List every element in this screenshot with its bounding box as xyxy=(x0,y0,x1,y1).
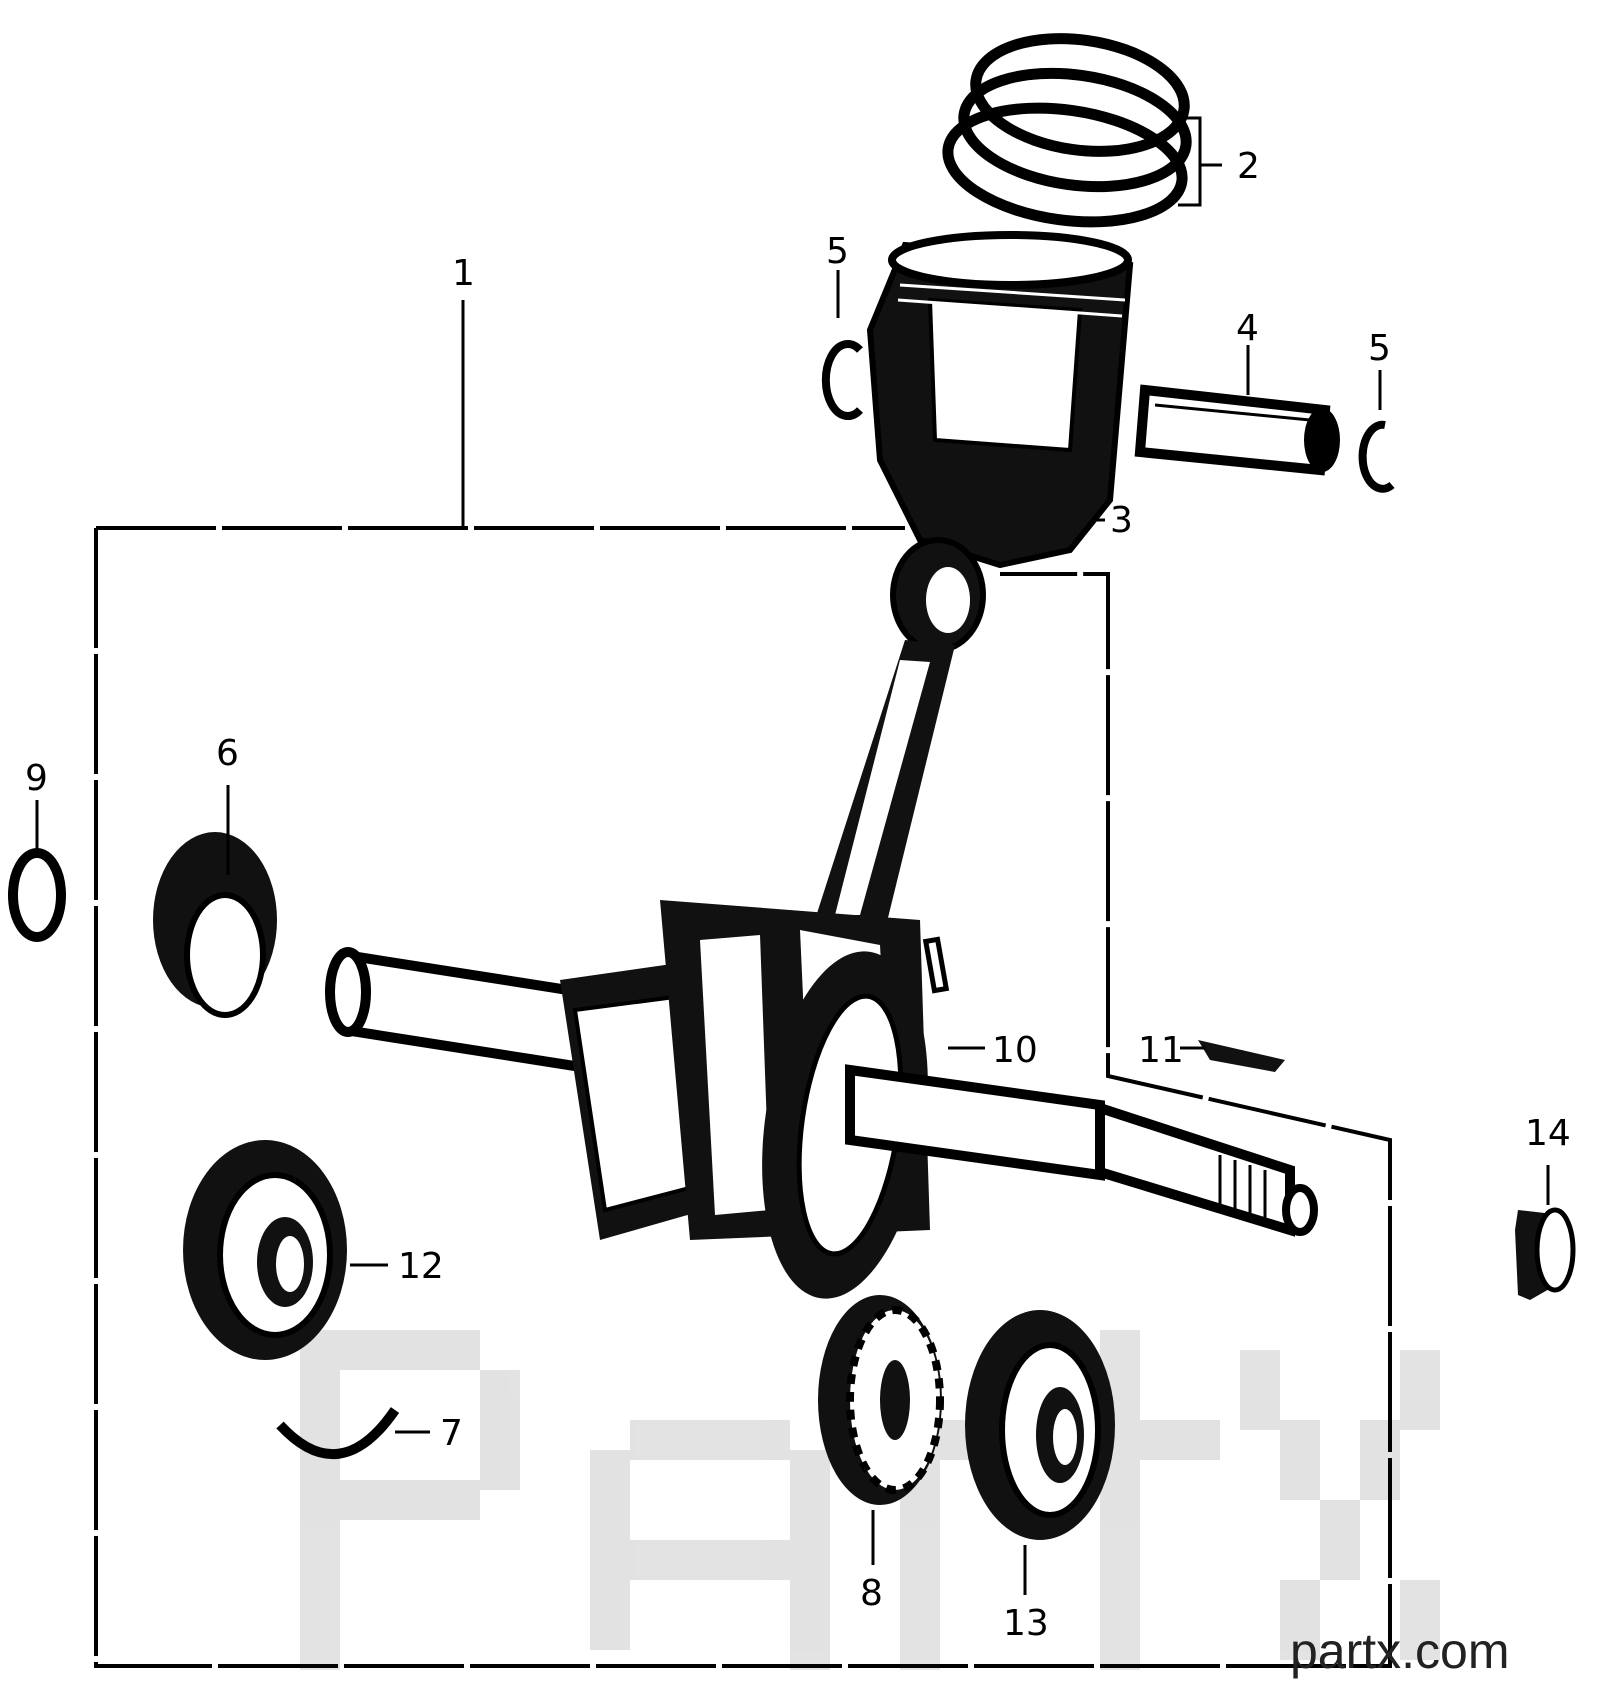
callout-8: 8 xyxy=(860,1573,883,1614)
callout-9: 9 xyxy=(25,758,48,799)
callout-1: 1 xyxy=(452,253,475,294)
watermark-text: partx.com xyxy=(1290,1623,1510,1679)
needle-bearing-icon xyxy=(153,832,277,1018)
ball-bearing-right-icon xyxy=(965,1310,1115,1540)
callout-11: 11 xyxy=(1138,1030,1184,1071)
ball-bearing-left-icon xyxy=(183,1140,347,1360)
retainer-clip-icon xyxy=(276,1407,400,1460)
callout-4: 4 xyxy=(1236,308,1259,349)
crankshaft-assembly-icon xyxy=(325,537,1318,1299)
callout-5-right: 5 xyxy=(1368,328,1391,369)
piston-pin-clip-right-icon xyxy=(1358,420,1395,493)
callout-2: 2 xyxy=(1237,146,1260,187)
woodruff-key-icon xyxy=(1198,1040,1285,1072)
callout-10: 10 xyxy=(992,1030,1038,1071)
callout-12: 12 xyxy=(398,1246,444,1287)
callout-5-left: 5 xyxy=(826,231,849,272)
thrust-washer-icon xyxy=(8,848,66,942)
callout-13: 13 xyxy=(1003,1603,1049,1644)
callout-14: 14 xyxy=(1525,1113,1571,1154)
piston-pin-icon xyxy=(1134,384,1340,476)
piston-icon xyxy=(866,231,1134,569)
callout-7: 7 xyxy=(440,1413,463,1454)
hex-nut-icon xyxy=(1515,1207,1576,1300)
callout-6: 6 xyxy=(216,733,239,774)
drive-sprocket-icon xyxy=(818,1295,944,1505)
piston-pin-clip-left-icon xyxy=(821,340,863,420)
assembly-frame-left xyxy=(94,528,1392,1668)
callout-3: 3 xyxy=(1110,500,1133,541)
background-watermark-pattern xyxy=(300,1330,1440,1670)
piston-rings-icon xyxy=(942,33,1192,228)
